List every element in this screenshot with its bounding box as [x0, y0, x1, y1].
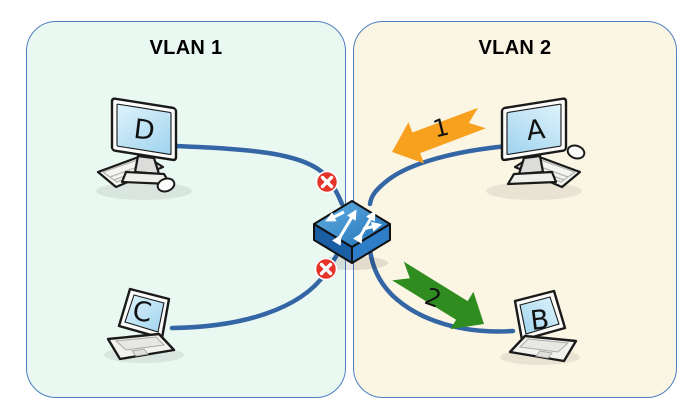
link-b-switch — [367, 247, 516, 334]
device-c-label: C — [131, 296, 153, 329]
device-b-label: B — [529, 304, 551, 337]
link-c-switch — [169, 241, 346, 331]
network-switch-icon — [313, 200, 391, 270]
vlan1-title: VLAN 1 — [149, 37, 223, 59]
device-d-label: D — [132, 114, 156, 147]
vlan2-title: VLAN 2 — [478, 37, 552, 59]
vlan1-zone: VLAN 1 — [26, 21, 346, 398]
link-a-switch — [367, 143, 511, 207]
flow-arrow-1-shape — [392, 107, 486, 164]
switch-arrows-glyph — [325, 209, 382, 246]
flow-arrow-2-shape — [392, 261, 484, 330]
blocked-x-icon-bottom — [314, 257, 338, 281]
vlan2-zone: VLAN 2 — [353, 21, 677, 398]
flow-arrow-1-label: 1 — [430, 113, 452, 144]
flow-arrow-2: 2 — [392, 261, 484, 330]
device-a-label: A — [525, 114, 548, 147]
mouse-a-icon — [565, 142, 587, 162]
flow-arrow-1: 1 — [392, 107, 486, 164]
blocked-x-icon-top — [315, 170, 339, 194]
link-d-switch — [173, 143, 345, 207]
desktop-computer-d-icon — [94, 97, 194, 202]
